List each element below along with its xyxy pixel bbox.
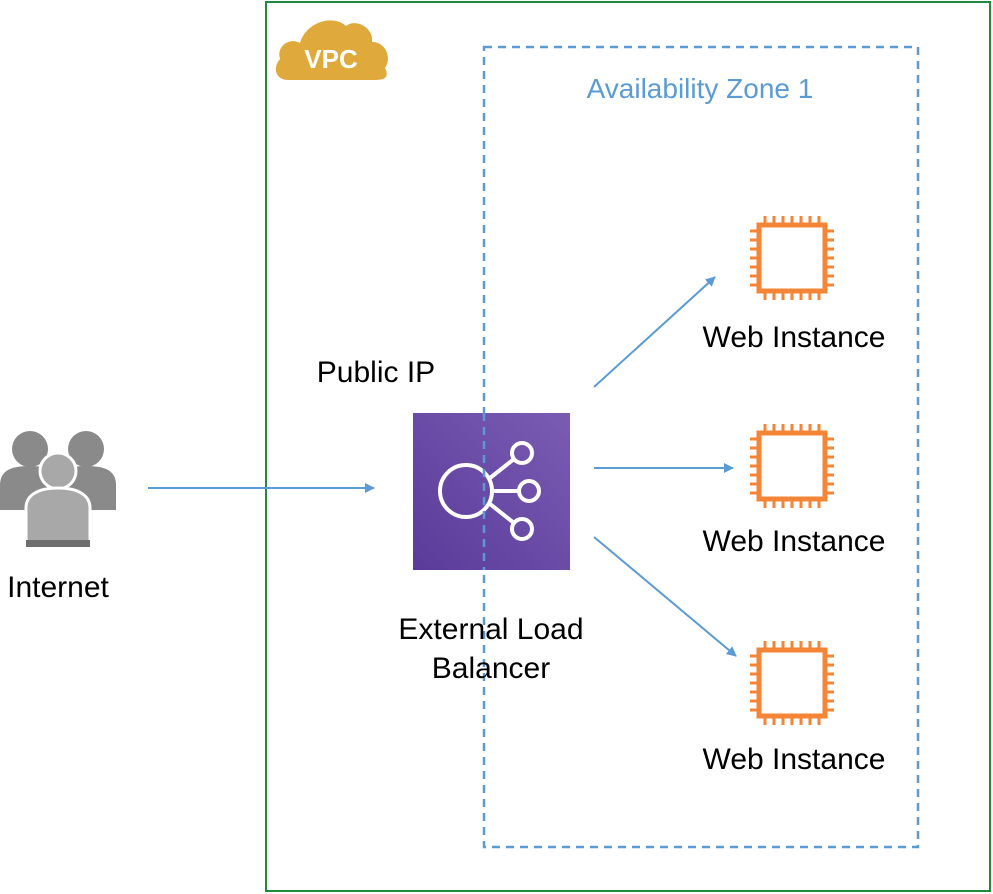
web-instance-label: Web Instance — [703, 525, 886, 558]
web-instance: Web Instance — [703, 424, 886, 558]
web-instance-label: Web Instance — [703, 321, 886, 354]
vpc-badge-label: VPC — [304, 44, 358, 74]
public-ip-label: Public IP — [317, 356, 435, 389]
availability-zone-boundary — [482, 45, 920, 849]
load-balancer-name-line1: External Load — [398, 613, 583, 646]
web-instance: Web Instance — [703, 641, 886, 776]
web-instance: Web Instance — [703, 216, 886, 354]
users-icon — [0, 431, 116, 549]
load-balancer-name-line2: Balancer — [432, 652, 550, 685]
chip-icon — [750, 216, 834, 300]
arrow-lb-to-instance-1 — [593, 276, 716, 388]
chip-icon — [750, 641, 834, 725]
internet-label: Internet — [7, 571, 109, 604]
cloud-icon — [275, 20, 388, 80]
chip-icon — [750, 424, 834, 508]
vpc-badge: VPC — [275, 20, 388, 80]
web-instance-label: Web Instance — [703, 743, 886, 776]
load-balancer-icon — [413, 413, 570, 570]
availability-zone-title: Availability Zone 1 — [587, 73, 814, 104]
arrow-lb-to-instance-3 — [593, 536, 737, 657]
vpc-boundary — [265, 1, 991, 892]
